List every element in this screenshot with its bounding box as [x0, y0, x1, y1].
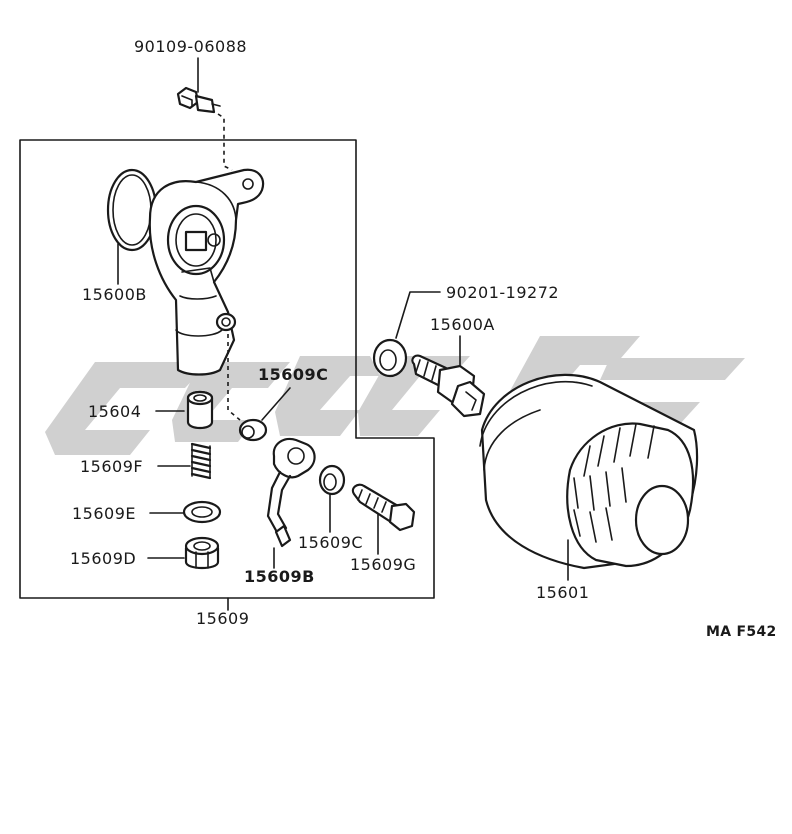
gasket-c-lower: [318, 464, 346, 533]
check-valve-gasket-label: 15609C: [258, 365, 329, 384]
tube-label: 15609B: [244, 567, 315, 586]
drain-plug-label: 90109-06088: [134, 37, 248, 56]
union-15600a: [411, 335, 486, 418]
check-valve: [155, 390, 214, 430]
oil-filter: [479, 373, 699, 581]
gasket-c-upper: [238, 418, 268, 442]
spring-label: 15609F: [80, 457, 144, 476]
bolt-g-label: 15609G: [350, 555, 417, 574]
filter-bracket: [148, 168, 265, 376]
plug-d-label: 15609D: [70, 549, 137, 568]
plug-d: [147, 536, 220, 570]
union-bolt-g: [351, 483, 416, 555]
gasket-c-upper-leader: [261, 387, 291, 421]
valve-label: 15604: [88, 402, 142, 421]
oil-tube: [266, 437, 316, 569]
gasket-e-label: 15609E: [72, 504, 137, 523]
kit-label: 15609: [196, 609, 250, 628]
union-washer: [372, 291, 441, 378]
union-bolt-label: 90201-19272: [446, 283, 560, 302]
drain-plug: [176, 57, 221, 114]
kit-boundary: [19, 139, 435, 599]
bracket-label: 15600B: [82, 285, 147, 304]
bracket-dashed-connector: [227, 334, 241, 421]
gasket-e: [149, 500, 222, 524]
filter-label: 15601: [536, 583, 590, 602]
gasket-c2-label: 15609C: [298, 533, 364, 552]
plug-dashed-connector: [217, 113, 233, 171]
figure-code: MA F542: [706, 624, 777, 640]
union-label: 15600A: [430, 315, 495, 334]
bracket-o-ring: [106, 168, 158, 252]
spring: [157, 442, 212, 480]
